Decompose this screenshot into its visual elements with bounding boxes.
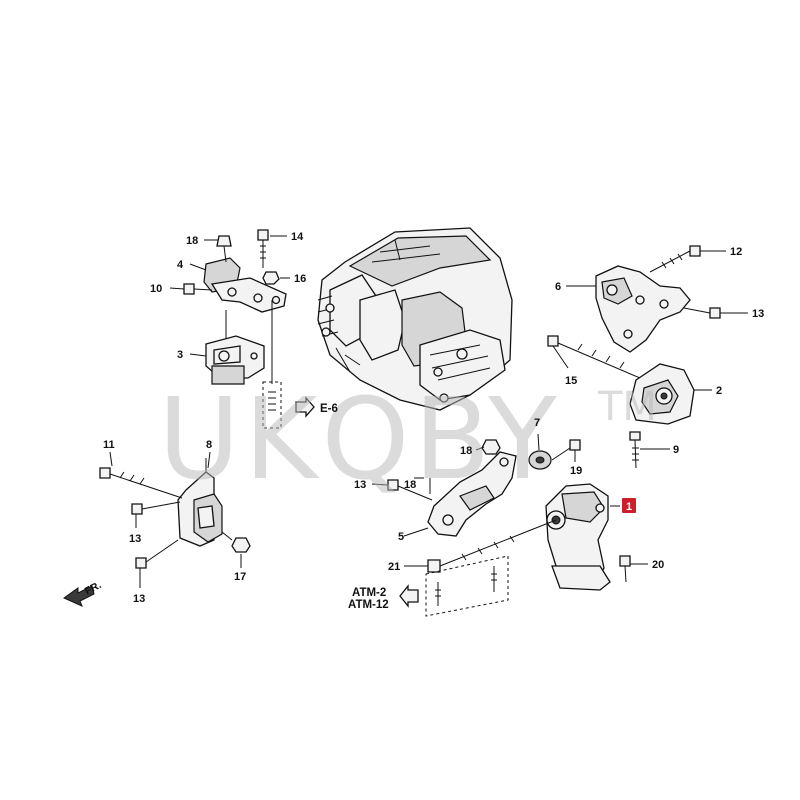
callout-16: 16: [294, 273, 306, 285]
callout-21: 21: [388, 561, 400, 573]
callout-13-center: 13: [354, 479, 366, 491]
ref-atm12: ATM-12: [348, 599, 389, 611]
callout-8: 8: [206, 439, 212, 451]
callout-1: 1: [626, 501, 632, 513]
callout-numbers: 18 14 4 16 10 3 11 8 13 13 17 12 6 13 15…: [103, 231, 764, 605]
callout-18-center: 18: [460, 445, 472, 457]
callout-10: 10: [150, 283, 162, 295]
callout-14: 14: [291, 231, 304, 243]
callout-13-left-upper: 13: [129, 533, 141, 545]
callout-12: 12: [730, 246, 742, 258]
engine-assembly: [317, 227, 513, 411]
callout-18-lower: 18: [404, 479, 416, 491]
callout-17: 17: [234, 571, 246, 583]
callout-18-upper: 18: [186, 235, 198, 247]
front-marker-label: FR.: [83, 579, 104, 598]
callout-9: 9: [673, 444, 679, 456]
left-mount-group: [99, 458, 251, 569]
center-lower-mount-group: [387, 439, 631, 617]
callout-19: 19: [570, 465, 582, 477]
callout-2: 2: [716, 385, 722, 397]
callout-13-right: 13: [752, 308, 764, 320]
watermark-trademark: TM: [597, 384, 657, 430]
callout-5: 5: [398, 531, 404, 543]
ref-atm2: ATM-2: [352, 587, 386, 599]
callout-4: 4: [177, 259, 184, 271]
callout-20: 20: [652, 559, 664, 571]
watermark: UKQBY TM: [158, 375, 657, 505]
callout-11: 11: [103, 439, 115, 451]
watermark-text: UKQBY: [158, 375, 561, 505]
callout-7: 7: [534, 417, 540, 429]
ref-e6: E-6: [320, 403, 338, 415]
callout-13-left-lower: 13: [133, 593, 145, 605]
callout-leaders: [109, 235, 748, 588]
callout-3: 3: [177, 349, 183, 361]
front-direction-marker: FR.: [62, 579, 104, 607]
upper-left-mount-group: [183, 229, 315, 429]
callout-15: 15: [565, 375, 577, 387]
right-upper-mount-group: [547, 245, 721, 469]
highlighted-part-1-badge[interactable]: 1: [622, 498, 636, 513]
cross-references: E-6 ATM-2 ATM-12: [320, 403, 389, 611]
callout-6: 6: [555, 281, 561, 293]
